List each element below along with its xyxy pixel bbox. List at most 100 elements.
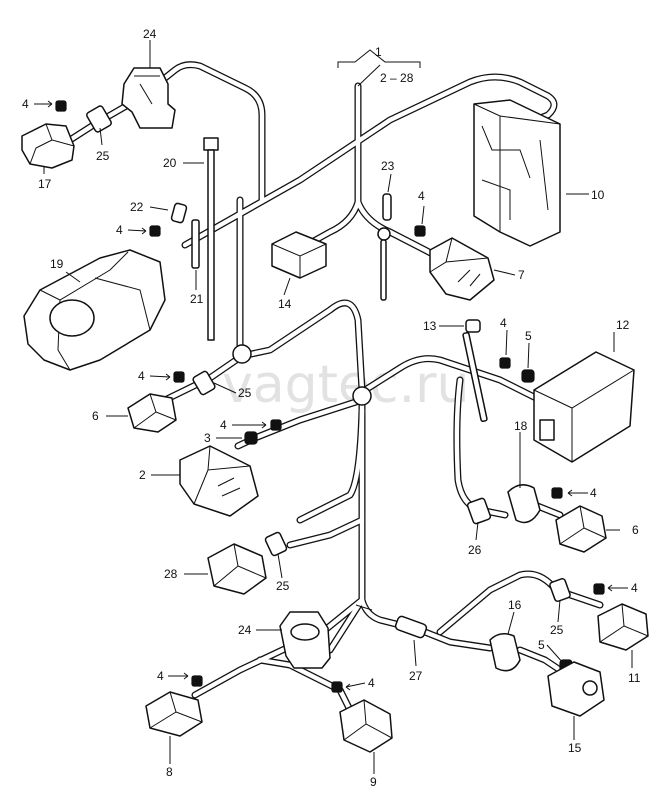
part-4-screw-mid-left [173, 371, 185, 383]
junction-sleeve-2 [352, 386, 372, 406]
callout-24-bottom: 24 [238, 623, 252, 637]
part-14-relay [271, 231, 327, 279]
part-7-connector [429, 237, 495, 301]
part-4-screw-near-12 [499, 357, 511, 369]
wire-segment-inner [297, 407, 365, 523]
wire-segment [358, 396, 494, 652]
part-15-connector [547, 661, 605, 717]
callout-11: 11 [628, 671, 641, 685]
callout-labels: 24 4 25 17 20 22 4 19 21 1 2 – 28 23 4 1… [22, 27, 641, 789]
callout-7: 7 [518, 268, 525, 282]
part-4-screw-left [149, 225, 161, 237]
part-9-connector [339, 699, 393, 753]
part-19-cover [23, 249, 166, 371]
part-25-grommet-right [549, 577, 571, 603]
callout-20: 20 [163, 156, 177, 170]
part-24-clip-top [121, 67, 176, 129]
callout-14: 14 [278, 297, 292, 311]
part-2-connector [179, 445, 259, 517]
part-17-connector [21, 123, 75, 169]
callout-19: 19 [50, 257, 64, 271]
part-4-screw-near-6r [551, 487, 563, 499]
callout-4-near-9: 4 [368, 676, 375, 690]
part-5-nut-near-12 [521, 369, 535, 383]
part-4-screw-near-8 [191, 675, 203, 687]
callout-2-28: 2 – 28 [380, 71, 414, 85]
callout-16: 16 [508, 598, 522, 612]
callout-22: 22 [130, 200, 144, 214]
part-11-connector [597, 603, 649, 651]
callout-10: 10 [591, 188, 605, 202]
callout-6-right: 6 [632, 523, 639, 537]
part-22-sleeve [170, 202, 188, 224]
callout-15: 15 [568, 741, 582, 755]
part-4-screw-near-9 [331, 681, 343, 693]
part-16-grommet [489, 633, 521, 672]
part-27-sleeve [394, 615, 428, 639]
part-25-grommet-top [86, 105, 112, 133]
callout-18: 18 [514, 419, 528, 433]
wire-segment-inner [67, 62, 265, 203]
part-4-screw-near-3 [270, 419, 282, 431]
wire-segment-inner [182, 74, 557, 248]
callout-9: 9 [370, 775, 377, 789]
callout-25-right: 25 [550, 623, 564, 637]
callout-5-near-15: 5 [538, 638, 545, 652]
part-21-strip [191, 219, 200, 269]
callout-3: 3 [204, 431, 211, 445]
part-4-screw-near-7 [414, 225, 426, 237]
callout-25-near-28: 25 [276, 579, 290, 593]
part-3-nut [244, 431, 258, 445]
callout-28: 28 [164, 567, 178, 581]
part-4-screw-near-11 [593, 583, 605, 595]
part-25-grommet-near-28 [264, 531, 288, 557]
wire-segment-inner [162, 300, 365, 403]
part-8-connector [145, 691, 203, 737]
junction-sleeve-1 [232, 344, 252, 364]
callout-4-near-3: 4 [220, 418, 227, 432]
callout-8: 8 [166, 765, 173, 779]
wire-segment-inner [359, 356, 543, 403]
wire-segment-inner [355, 199, 443, 261]
part-4-screw-topleft [55, 100, 67, 112]
callout-12: 12 [616, 318, 630, 332]
part-10-relay-box [473, 99, 561, 247]
callout-5-near-12: 5 [525, 329, 532, 343]
callout-4-near-12: 4 [500, 316, 507, 330]
part-12-module [533, 351, 635, 463]
wire-segment-inner [517, 647, 563, 673]
wire-segment-inner [359, 397, 493, 651]
wire-segment-inner [192, 597, 365, 698]
wire-segment-inner [287, 517, 365, 548]
callout-4-topleft: 4 [22, 97, 29, 111]
part-6-connector-right [555, 505, 607, 553]
callout-4-near-6r: 4 [590, 486, 597, 500]
callout-13: 13 [423, 319, 437, 333]
callout-4-near-8: 4 [157, 669, 164, 683]
callout-2: 2 [139, 468, 146, 482]
part-28-connector [207, 543, 267, 595]
callout-17: 17 [38, 177, 52, 191]
callout-26: 26 [468, 543, 482, 557]
callout-25-mid: 25 [238, 386, 252, 400]
part-24-clip-bottom [279, 611, 331, 669]
part-13-tie [462, 319, 488, 423]
callout-4-mid-left: 4 [138, 369, 145, 383]
part-26-clip [466, 497, 492, 525]
part-25-grommet-mid [192, 370, 216, 396]
part-6-connector-left [127, 393, 177, 433]
part-18-grommet [507, 484, 541, 524]
leader-lines [34, 40, 633, 774]
callout-23: 23 [381, 159, 395, 173]
callout-24-top: 24 [143, 27, 157, 41]
wire-harness [66, 61, 604, 714]
callout-25-top: 25 [96, 149, 110, 163]
callout-6-left: 6 [92, 409, 99, 423]
callout-21: 21 [190, 292, 204, 306]
part-20-cable-tie [203, 137, 219, 341]
callout-27: 27 [409, 669, 423, 683]
callout-1: 1 [375, 45, 382, 59]
callout-4-left: 4 [116, 223, 123, 237]
callout-4-near-11: 4 [631, 581, 638, 595]
